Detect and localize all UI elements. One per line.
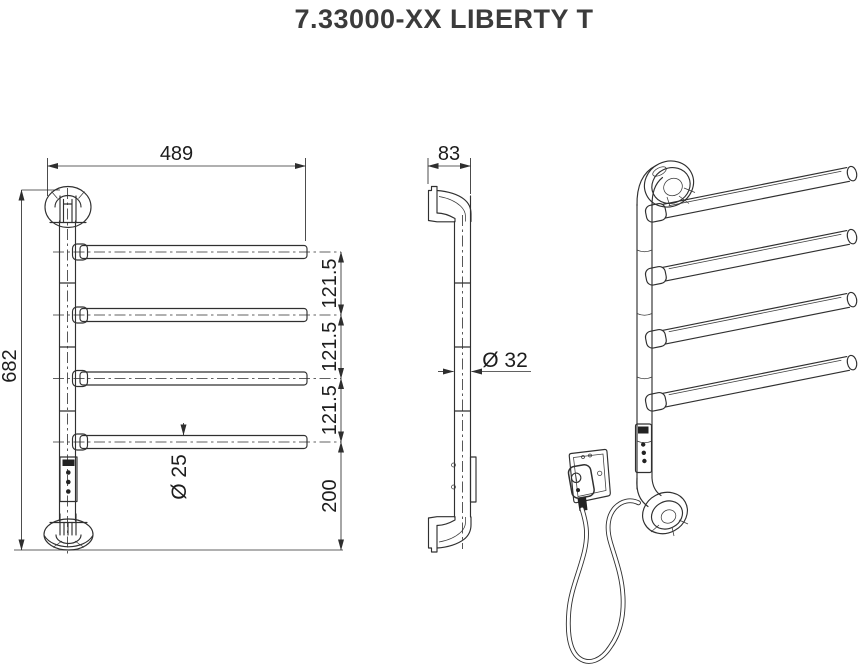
bar-centerlines <box>53 251 341 443</box>
bar-4 <box>71 433 308 451</box>
plug-cable-boot <box>577 497 588 511</box>
dim-wall-depth-label: 83 <box>438 143 460 165</box>
front-top-mount <box>44 185 92 229</box>
side-tube <box>451 195 477 518</box>
persp-control-panel <box>634 423 653 474</box>
dim-wall-depth: 83 <box>427 143 471 194</box>
front-bottom-mount <box>43 513 94 551</box>
persp-arms <box>644 165 858 412</box>
side-bottom-bracket <box>427 516 472 553</box>
bar-1 <box>71 243 308 261</box>
dim-bar-diameter: Ø 25 <box>168 423 191 500</box>
side-view: 83 Ø 32 <box>427 143 531 553</box>
dim-bar-spacing-chain: 121.5 121.5 121.5 200 <box>319 251 344 551</box>
dim-bar-diameter-label: Ø 25 <box>168 454 191 500</box>
dim-tube-diameter-label: Ø 32 <box>482 349 528 372</box>
dim-bar-spacing-1-label: 121.5 <box>319 258 341 308</box>
power-plug <box>567 464 595 499</box>
drawing-title: 7.33000-XX LIBERTY T <box>294 4 593 34</box>
power-cable <box>565 498 641 664</box>
persp-arm-3 <box>644 291 858 349</box>
side-top-bracket <box>427 185 472 223</box>
perspective-view <box>565 160 858 664</box>
persp-arm-1 <box>644 165 858 223</box>
dim-overall-height: 682 <box>0 189 343 551</box>
side-control-panel-edge <box>469 456 477 503</box>
persp-arm-2 <box>644 228 858 286</box>
socket-hole <box>597 470 603 476</box>
dim-overall-width: 489 <box>47 143 306 241</box>
front-view: 489 682 121.5 121.5 121.5 200 Ø 25 <box>0 143 344 556</box>
dim-bar-spacing-2-label: 121.5 <box>319 322 341 372</box>
front-control-panel <box>59 456 78 503</box>
dim-tube-diameter: Ø 32 <box>438 349 531 375</box>
bar-2 <box>71 306 308 324</box>
dim-bottom-offset-label: 200 <box>319 479 341 512</box>
bar-3 <box>71 369 308 388</box>
persp-wall-socket <box>567 448 611 511</box>
dim-overall-height-label: 682 <box>0 349 21 382</box>
front-bars <box>71 243 308 451</box>
dim-overall-width-label: 489 <box>160 143 193 165</box>
dim-bar-spacing-3-label: 121.5 <box>319 385 341 435</box>
persp-bottom-mount <box>636 477 689 537</box>
persp-arm-4 <box>644 354 858 412</box>
